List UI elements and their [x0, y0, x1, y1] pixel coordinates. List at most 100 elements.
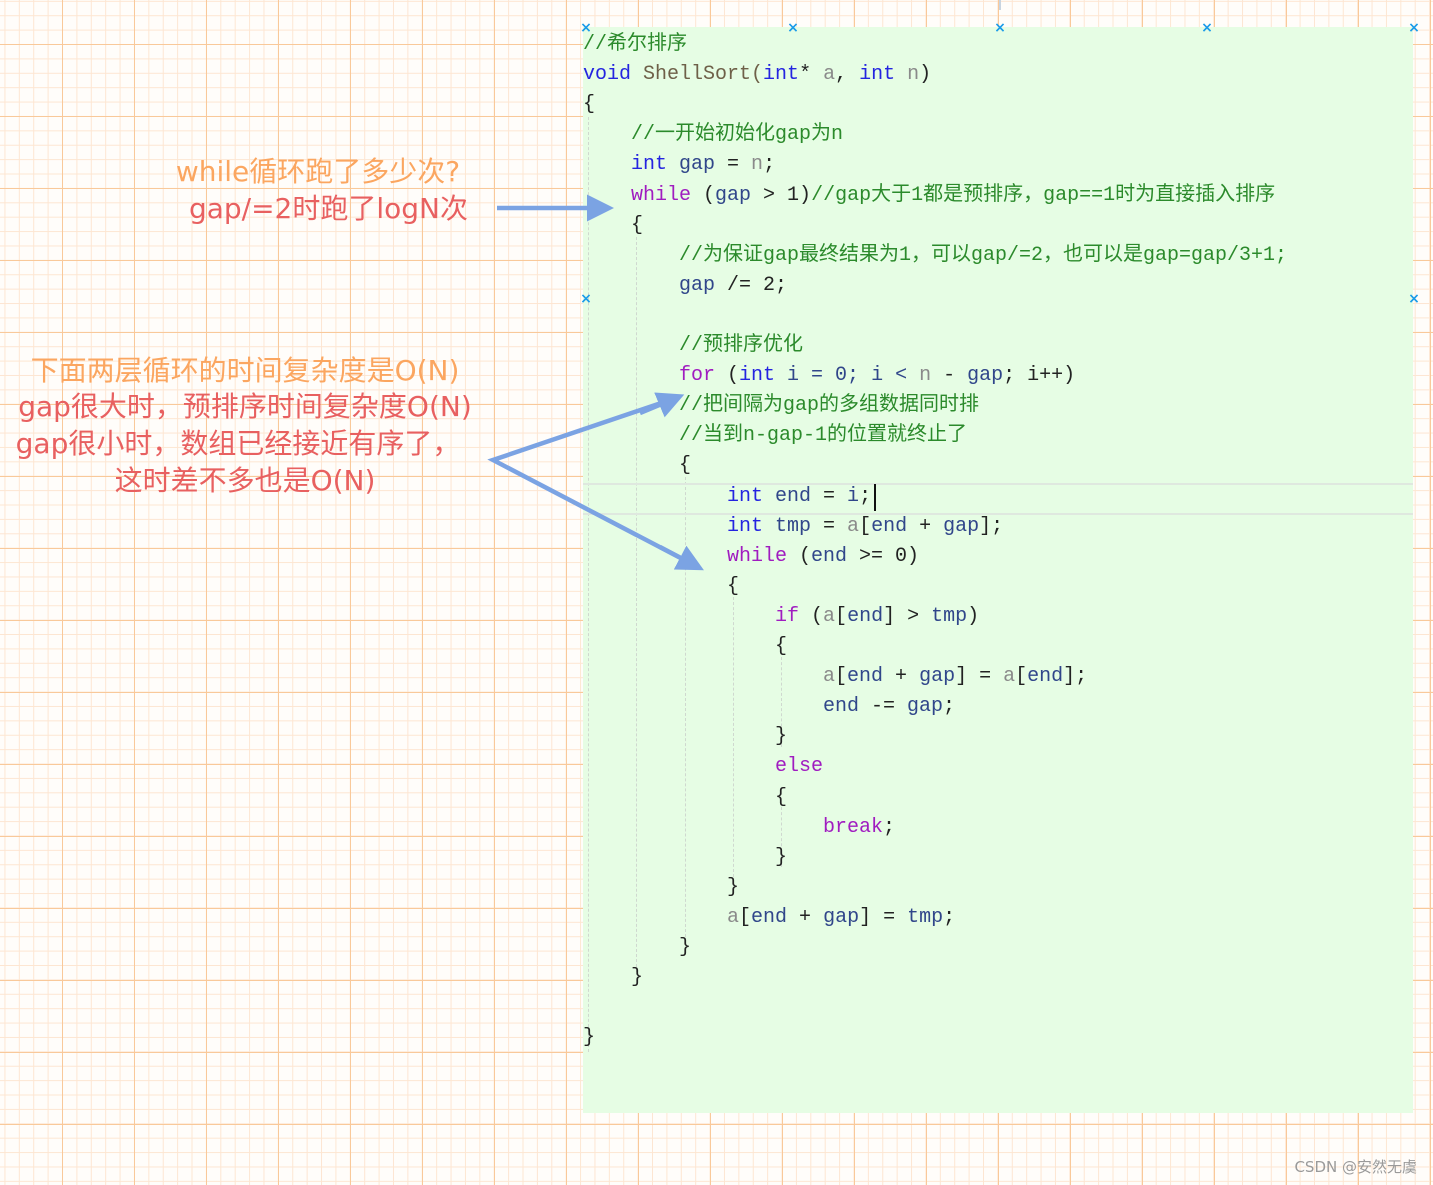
arrow-head-for [639, 392, 685, 418]
code-line: //把间隔为gap的多组数据同时排 [679, 391, 979, 421]
code-line: } [679, 933, 691, 963]
indent-guide [636, 237, 637, 972]
code-line: int gap = n; [631, 150, 775, 180]
indent-guide [733, 597, 734, 877]
code-token: n [919, 364, 932, 388]
code-token: a [823, 63, 836, 87]
code-token: ; [883, 815, 896, 839]
code-token: [ [835, 604, 848, 628]
code-token: end [811, 544, 848, 568]
code-token: + [787, 905, 824, 929]
code-token: ) [967, 604, 980, 628]
code-line: void ShellSort(int* a, int n) [583, 60, 931, 90]
code-token: while [727, 544, 788, 568]
code-line: } [583, 1023, 595, 1053]
code-token: gap [715, 183, 752, 207]
code-token: end [751, 905, 788, 929]
code-token: int [631, 153, 668, 177]
code-token: /= 2; [715, 273, 788, 297]
code-token: } [775, 845, 788, 869]
code-token: + [883, 665, 920, 689]
code-token: a [847, 514, 860, 538]
code-token: { [775, 785, 788, 809]
code-token: >= 0) [847, 544, 920, 568]
code-token: tmp [907, 905, 944, 929]
code-token: i [847, 484, 860, 508]
code-line: while (end >= 0) [727, 542, 919, 572]
resize-handle-icon[interactable]: × [580, 20, 592, 36]
code-line: break; [823, 813, 895, 843]
code-token: gap [907, 695, 944, 719]
code-line: //为保证gap最终结果为1，可以gap/=2，也可以是gap=gap/3+1; [679, 241, 1287, 271]
code-token: ( [715, 364, 740, 388]
code-token: int [763, 63, 800, 87]
code-line: { [775, 783, 787, 813]
arrow-head-while [658, 545, 704, 571]
code-token: n [751, 153, 764, 177]
resize-handle-icon[interactable]: × [1201, 20, 1213, 36]
code-token: [ [835, 665, 848, 689]
inner-loop-note-line: gap很小时，数组已经接近有序了， [15, 427, 461, 460]
code-token: gap [967, 364, 1004, 388]
resize-handle-icon[interactable]: × [787, 20, 799, 36]
code-token: //gap大于1都是预排序，gap==1时为直接插入排序 [811, 183, 1276, 207]
code-token: ( [799, 604, 824, 628]
code-token: //一开始初始化gap为n [631, 123, 844, 147]
canvas-handle [999, 0, 1001, 10]
code-token: , [835, 63, 860, 87]
code-line: } [631, 963, 643, 993]
code-token: [ [739, 905, 752, 929]
code-token: ; i++) [1003, 364, 1076, 388]
code-line: } [775, 722, 787, 752]
code-token: if [775, 604, 800, 628]
code-token: ]; [979, 514, 1004, 538]
code-line: a[end + gap] = tmp; [727, 903, 955, 933]
code-token: //当到n-gap-1的位置就终止了 [679, 424, 968, 448]
code-token: ( [691, 183, 716, 207]
code-token: { [583, 93, 596, 117]
code-line: { [679, 451, 691, 481]
code-token: { [727, 574, 740, 598]
code-line: { [631, 211, 643, 241]
code-token: } [679, 936, 692, 959]
code-line: if (a[end] > tmp) [775, 602, 979, 632]
code-line: { [775, 632, 787, 662]
code-line: } [775, 843, 787, 873]
resize-handle-icon[interactable]: × [1408, 20, 1420, 36]
code-token: end [763, 484, 812, 508]
code-token: + [907, 514, 944, 538]
code-token: > 1) [751, 183, 812, 207]
code-token: ] = [859, 905, 908, 929]
code-token: a [1003, 665, 1016, 689]
code-token: tmp [931, 604, 968, 628]
code-token: ) [919, 63, 932, 87]
code-token: n [907, 63, 920, 87]
code-token: [ [1015, 665, 1028, 689]
while-answer-note: gap/=2时跑了logN次 [188, 192, 468, 225]
code-token: } [583, 1026, 596, 1050]
code-token: a [823, 665, 836, 689]
resize-handle-icon[interactable]: × [580, 291, 592, 307]
code-token: end [1027, 665, 1064, 689]
code-token: ; [943, 905, 956, 929]
code-line: //希尔排序 [583, 30, 687, 60]
resize-handle-icon[interactable]: × [994, 20, 1006, 36]
code-token: ] = [955, 665, 1004, 689]
code-line: end -= gap; [823, 692, 955, 722]
code-token: int [727, 514, 764, 538]
inner-loop-note-line: gap很大时，预排序时间复杂度O(N) [18, 390, 472, 423]
code-token: gap [943, 514, 980, 538]
code-token: gap [823, 905, 860, 929]
code-token: gap [667, 153, 716, 177]
resize-handle-icon[interactable]: × [1408, 291, 1420, 307]
code-token: } [727, 875, 740, 899]
code-line: { [727, 572, 739, 602]
indent-guide [588, 117, 589, 1052]
code-token: int [859, 63, 896, 87]
code-line: int end = i; [727, 482, 871, 512]
code-token: break [823, 815, 884, 839]
code-token: ( [787, 544, 812, 568]
code-token: -= [859, 695, 908, 719]
